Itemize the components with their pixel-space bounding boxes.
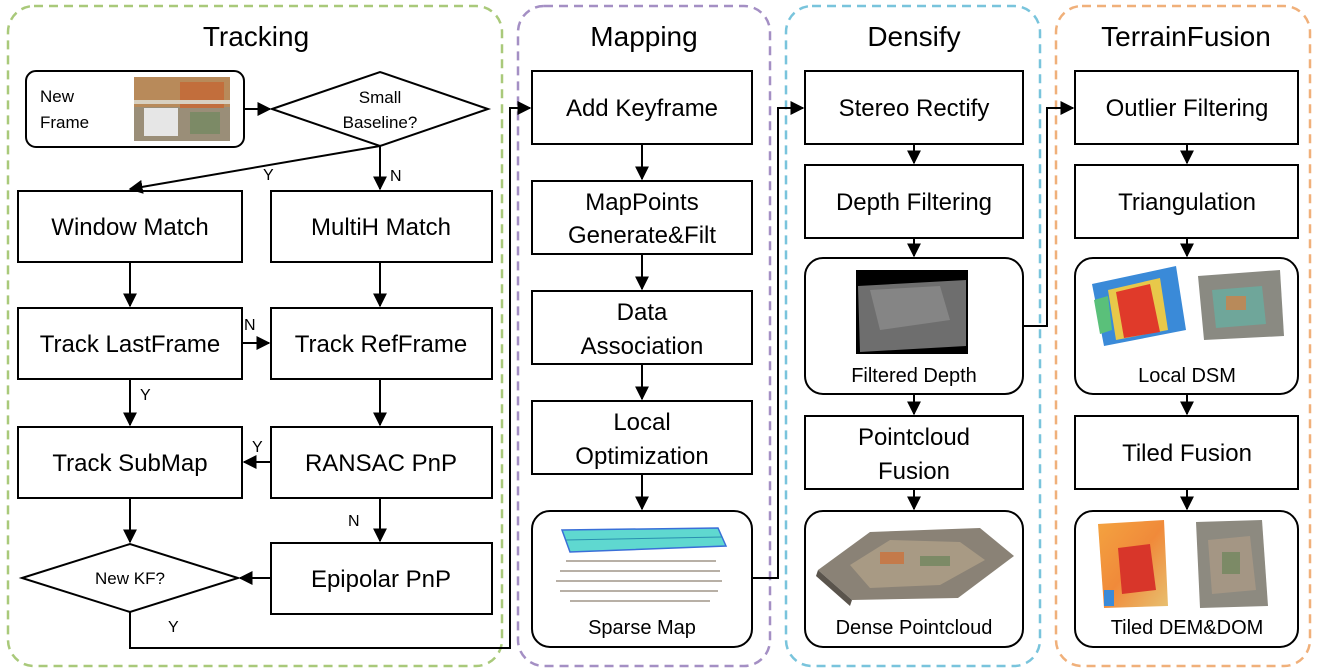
label-y-submap-right: Y: [252, 439, 263, 456]
local-dsm-node: Local DSM: [1074, 257, 1299, 395]
svg-text:Depth Filtering: Depth Filtering: [836, 189, 992, 216]
svg-text:Small: Small: [359, 88, 402, 107]
label-n-refframe: N: [244, 317, 256, 334]
dense-pointcloud-node: Dense Pointcloud: [804, 510, 1024, 648]
svg-text:RANSAC PnP: RANSAC PnP: [305, 450, 457, 477]
outlier-filtering-node: Outlier Filtering: [1074, 70, 1299, 145]
svg-text:New KF?: New KF?: [95, 569, 165, 588]
filtered-depth-node: Filtered Depth: [804, 257, 1024, 395]
tracking-arrows: [123, 101, 532, 649]
epipolar-pnp-node: Epipolar PnP: [270, 542, 493, 615]
svg-text:Pointcloud: Pointcloud: [858, 424, 970, 451]
svg-text:New: New: [40, 87, 75, 106]
svg-text:Dense Pointcloud: Dense Pointcloud: [836, 617, 993, 639]
dom-image: [1196, 520, 1268, 608]
svg-text:Optimization: Optimization: [575, 443, 708, 470]
add-keyframe-node: Add Keyframe: [531, 70, 753, 145]
svg-text:Baseline?: Baseline?: [343, 113, 418, 132]
mapping-panel: [516, 4, 772, 668]
sparse-map-node: Sparse Map: [531, 510, 753, 648]
svg-text:Triangulation: Triangulation: [1118, 189, 1256, 216]
new-kf-decision: New KF?: [18, 542, 242, 614]
dsm-heatmap-image: [1092, 266, 1186, 346]
svg-text:MultiH Match: MultiH Match: [311, 214, 451, 241]
sparse-map-image: [556, 527, 728, 602]
new-frame-node: New Frame: [25, 70, 245, 148]
depth-filtering-node: Depth Filtering: [804, 164, 1024, 239]
svg-text:Sparse Map: Sparse Map: [588, 617, 696, 639]
local-optimization-node: Local Optimization: [531, 400, 753, 475]
tiled-dem-dom-node: Tiled DEM&DOM: [1074, 510, 1299, 648]
svg-text:Epipolar PnP: Epipolar PnP: [311, 566, 451, 593]
svg-text:Data: Data: [617, 299, 668, 326]
svg-text:Track RefFrame: Track RefFrame: [295, 331, 467, 358]
svg-text:Fusion: Fusion: [878, 458, 950, 485]
label-y-window: Y: [263, 167, 274, 184]
tiled-fusion-node: Tiled Fusion: [1074, 415, 1299, 490]
densify-arrows: [907, 101, 1075, 511]
track-submap-node: Track SubMap: [17, 426, 243, 499]
svg-text:Local DSM: Local DSM: [1138, 365, 1236, 387]
track-lastframe-node: Track LastFrame: [17, 307, 243, 380]
terrain-title: TerrainFusion: [1101, 21, 1271, 52]
terrain-panel: [1054, 4, 1312, 668]
svg-text:Tiled Fusion: Tiled Fusion: [1122, 440, 1252, 467]
multih-match-node: MultiH Match: [270, 190, 493, 263]
tracking-panel: [6, 4, 504, 668]
ransac-pnp-node: RANSAC PnP: [270, 426, 493, 499]
svg-text:Window Match: Window Match: [51, 214, 208, 241]
track-refframe-node: Track RefFrame: [270, 307, 493, 380]
depth-map-image: [856, 270, 968, 354]
small-baseline-decision: Small Baseline?: [268, 70, 492, 148]
label-y-newkf: Y: [168, 619, 179, 636]
svg-text:Filtered Depth: Filtered Depth: [851, 365, 977, 387]
tracking-title: Tracking: [203, 21, 309, 52]
label-y-submap-left: Y: [140, 387, 151, 404]
aerial-photo-thumbnail: [134, 77, 230, 141]
svg-text:MapPoints: MapPoints: [585, 189, 698, 216]
dense-pointcloud-image: [816, 528, 1014, 606]
svg-text:Outlier Filtering: Outlier Filtering: [1106, 95, 1269, 122]
svg-text:Track LastFrame: Track LastFrame: [40, 331, 220, 358]
orthophoto-image: [1198, 270, 1284, 340]
triangulation-node: Triangulation: [1074, 164, 1299, 239]
densify-panel: [784, 4, 1042, 668]
mapping-arrows: [635, 101, 805, 579]
svg-text:Frame: Frame: [40, 113, 89, 132]
label-n-multih: N: [390, 168, 402, 185]
pointcloud-fusion-node: Pointcloud Fusion: [804, 415, 1024, 490]
svg-text:Association: Association: [581, 333, 704, 360]
svg-text:Add Keyframe: Add Keyframe: [566, 95, 718, 122]
label-n-epipolar: N: [348, 513, 360, 530]
densify-title: Densify: [867, 21, 960, 52]
svg-text:Local: Local: [613, 409, 670, 436]
stereo-rectify-node: Stereo Rectify: [804, 70, 1024, 145]
mapping-title: Mapping: [590, 21, 697, 52]
window-match-node: Window Match: [17, 190, 243, 263]
dem-image: [1098, 520, 1168, 608]
svg-text:Generate&Filt: Generate&Filt: [568, 222, 716, 249]
data-association-node: Data Association: [531, 290, 753, 365]
mappoints-node: MapPoints Generate&Filt: [531, 180, 753, 255]
svg-text:Track SubMap: Track SubMap: [52, 450, 207, 477]
svg-text:Stereo Rectify: Stereo Rectify: [839, 95, 990, 122]
svg-text:Tiled DEM&DOM: Tiled DEM&DOM: [1111, 617, 1264, 639]
